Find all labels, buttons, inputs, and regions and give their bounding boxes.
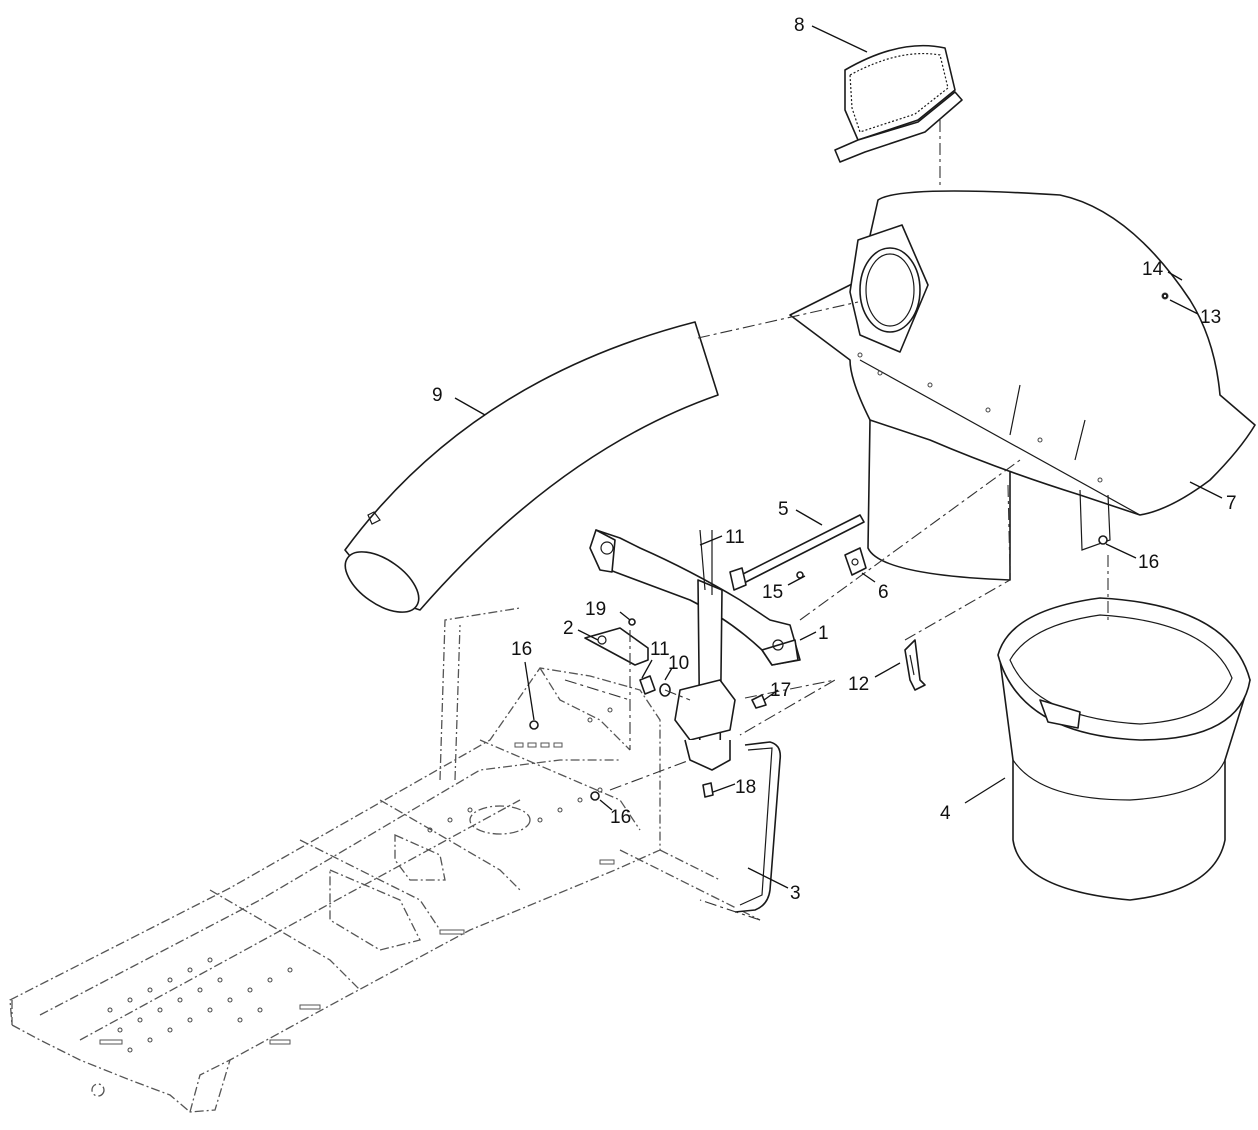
svg-text:9: 9: [432, 385, 443, 406]
svg-text:4: 4: [940, 803, 951, 824]
svg-text:11: 11: [725, 527, 745, 548]
part-2-plate: [584, 627, 649, 666]
svg-text:6: 6: [878, 582, 889, 603]
svg-text:8: 8: [794, 15, 805, 36]
callout-5: 5: [778, 499, 823, 526]
part-3-support-rod: [734, 741, 782, 913]
part-9-discharge-tube: [344, 321, 719, 613]
callout-4: 4: [940, 777, 1006, 824]
callout-8: 8: [794, 15, 868, 53]
hardware: [529, 293, 1168, 801]
svg-text:13: 13: [1200, 307, 1221, 328]
part-8-screen: [834, 44, 963, 163]
frame-slots: [99, 742, 615, 1045]
callout-19: 19: [585, 599, 631, 621]
part-7-hood: [789, 190, 1256, 581]
part-1-bracket-assembly: [589, 529, 801, 771]
svg-text:16: 16: [1138, 552, 1159, 573]
frame-holes: [107, 707, 613, 1053]
callout-17: 17: [763, 680, 791, 701]
callout-9: 9: [432, 385, 486, 416]
svg-text:7: 7: [1226, 493, 1237, 514]
callout-16-left: 16: [511, 639, 535, 721]
callout-12: 12: [848, 662, 901, 695]
svg-text:1: 1: [818, 623, 829, 644]
callout-3: 3: [747, 867, 801, 904]
callout-7: 7: [1189, 481, 1237, 514]
svg-text:16: 16: [610, 807, 631, 828]
callout-14: 14: [1142, 259, 1183, 281]
callout-11-top: 11: [699, 527, 745, 548]
svg-text:17: 17: [770, 680, 791, 701]
tractor-frame: [9, 607, 761, 1113]
callout-2: 2: [563, 618, 599, 641]
svg-text:10: 10: [668, 653, 689, 674]
callout-16-bottom: 16: [599, 799, 631, 828]
callout-15: 15: [762, 575, 806, 603]
part-4-container: [997, 597, 1251, 901]
svg-text:14: 14: [1142, 259, 1164, 280]
part-12-latch: [904, 639, 926, 691]
svg-text:2: 2: [563, 618, 574, 639]
callout-11-mid: 11: [641, 639, 670, 679]
callout-10: 10: [664, 653, 689, 681]
callout-16-right: 16: [1105, 543, 1159, 573]
callouts: 8 14 13 9 7 5 11 16: [432, 15, 1237, 904]
callout-6: 6: [861, 572, 889, 603]
svg-text:15: 15: [762, 582, 783, 603]
svg-text:18: 18: [735, 777, 756, 798]
svg-text:16: 16: [511, 639, 532, 660]
svg-text:19: 19: [585, 599, 606, 620]
callout-1: 1: [799, 623, 829, 644]
callout-18: 18: [712, 777, 756, 798]
svg-text:11: 11: [650, 639, 670, 660]
callout-13: 13: [1169, 299, 1221, 328]
svg-text:5: 5: [778, 499, 789, 520]
svg-text:12: 12: [848, 674, 869, 695]
part-5-rod: [729, 514, 865, 591]
svg-text:3: 3: [790, 883, 801, 904]
part-6-clip: [844, 547, 867, 576]
